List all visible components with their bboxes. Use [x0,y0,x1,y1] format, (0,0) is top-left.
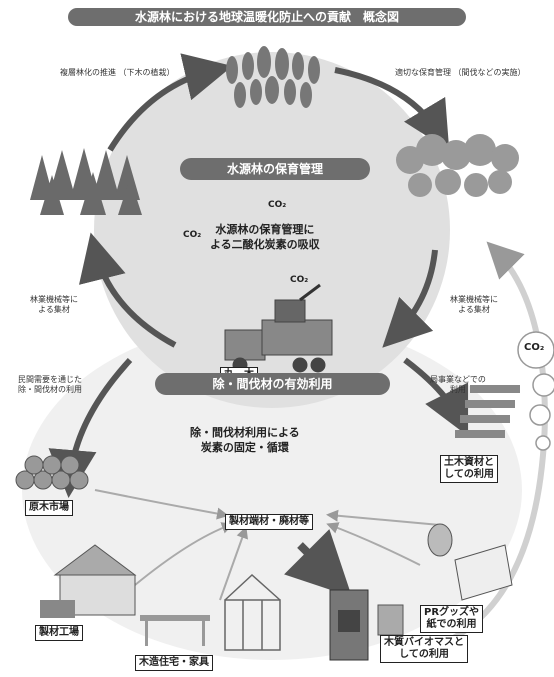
cycle-arrow-left-up [79,232,177,348]
label-low-left: 民間需要を通じた 除・間伐材の利用 [18,375,82,394]
arrow-to-biomass [284,529,352,597]
dest-log-market: 原木市場 [25,500,73,516]
co2-emission: CO₂ [524,342,545,353]
section-heading-management: 水源林の保育管理 [180,158,370,180]
dest-housing: 木造住宅・家具 [135,655,213,671]
fixation-text: 除・間伐材利用による 炭素の固定・循環 [190,426,300,454]
pr-goods [427,523,513,601]
label-top-left: 複層林化の推進 （下木の植栽） [60,68,175,77]
dest-biomass: 木質バイオマスと しての利用 [380,635,468,663]
co2-return-arrow [438,241,549,648]
co2-badge-bottom: CO₂ [290,275,309,285]
arrow-to-right-flow [403,357,469,437]
civil-blocks [455,385,520,438]
cycle-arrow-right-down [382,249,438,348]
label-mid-right: 林業機械等に よる集材 [450,295,498,314]
co2-badge-left: CO₂ [183,230,202,240]
chairs [140,615,210,646]
logging-truck [224,283,333,373]
upper-disc [94,52,450,408]
dest-civil: 土木資材と しての利用 [440,455,498,483]
label-mid-left: 林業機械等に よる集材 [30,295,78,314]
house-frame [224,573,281,651]
hub-box: 製材端材・廃材等 [225,514,313,530]
label-low-right: 局事業などでの 利用 [430,375,486,394]
section-heading-utilization: 除・間伐材の有効利用 [155,373,390,395]
cycle-arrow-top-left [107,53,233,152]
cycle-arrow-top-right [334,67,450,151]
co2-badge-top: CO₂ [268,200,287,210]
log-pile [15,455,89,490]
dest-pr: PRグッズや 紙での利用 [420,605,484,633]
forest-top [226,46,320,108]
sawmill-building [40,544,137,618]
forest-right [396,134,519,197]
dest-sawmill: 製材工場 [35,625,83,641]
forest-left [30,148,142,215]
biomass-stove [329,589,404,661]
label-top-right: 適切な保育管理 （間伐などの実施） [395,68,526,77]
absorption-text: 水源林の保育管理に よる二酸化炭素の吸収 [210,223,320,251]
diagram-title: 水源林における地球温暖化防止への貢献 概念図 [68,8,466,26]
